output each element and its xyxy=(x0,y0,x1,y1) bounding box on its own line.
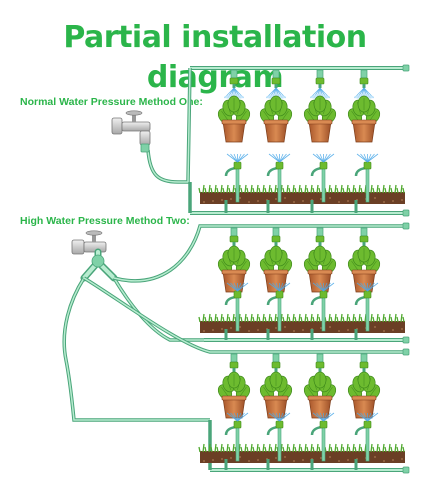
potted-plant-icon xyxy=(259,371,293,419)
sprayer-icon xyxy=(226,412,249,429)
potted-plant-icon xyxy=(217,245,251,293)
dripper-icon xyxy=(354,69,374,100)
sprayer-icon xyxy=(226,153,249,170)
potted-plant-icon xyxy=(303,95,337,143)
faucet-icon xyxy=(111,110,151,153)
top-drip-line xyxy=(190,64,410,72)
ground-stake-icon xyxy=(310,153,335,213)
potted-plant-icon xyxy=(217,371,251,419)
water-spray xyxy=(266,87,286,100)
method-two-system xyxy=(62,222,410,474)
dripper-icon xyxy=(266,69,286,100)
sprayer-icon xyxy=(312,282,335,299)
potted-plant-icon xyxy=(259,245,293,293)
ground-stake-icon xyxy=(224,282,249,340)
sprayer-icon xyxy=(268,153,291,170)
potted-plant-icon xyxy=(347,371,381,419)
sprayer-icon xyxy=(226,282,249,299)
ground-stake-icon xyxy=(266,153,291,213)
sprayer-icon xyxy=(356,282,379,299)
method-one-label: Normal Water Pressure Method One: xyxy=(20,96,203,108)
method-two-label: High Water Pressure Method Two: xyxy=(20,215,190,227)
sprayer-icon xyxy=(356,412,379,429)
ground-stake-icon xyxy=(224,153,249,213)
sprayer-icon xyxy=(268,282,291,299)
potted-plant-icon xyxy=(303,371,337,419)
soil-bed xyxy=(198,443,405,463)
soil-bed xyxy=(198,184,405,204)
ground-stake-icon xyxy=(354,282,379,340)
group-a-lines xyxy=(204,222,410,344)
potted-plant-icon xyxy=(259,95,293,143)
potted-plant-icon xyxy=(347,245,381,293)
method-one-system xyxy=(111,64,410,217)
diagram-title: Partial installation diagram xyxy=(63,20,367,95)
potted-plant-icon xyxy=(217,95,251,143)
ground-stake-icon xyxy=(354,153,379,213)
feed-tube xyxy=(146,67,192,184)
sprayer-icon xyxy=(312,412,335,429)
potted-plant-icon xyxy=(347,95,381,143)
dripper-icon xyxy=(310,69,330,100)
sprayer-icon xyxy=(268,412,291,429)
potted-plant-icon xyxy=(303,245,337,293)
sprayer-icon xyxy=(356,153,379,170)
dripper-icon xyxy=(224,69,244,100)
sprayer-icon xyxy=(312,153,335,170)
y-splitter-icon xyxy=(71,230,118,282)
soil-bed xyxy=(198,313,405,333)
